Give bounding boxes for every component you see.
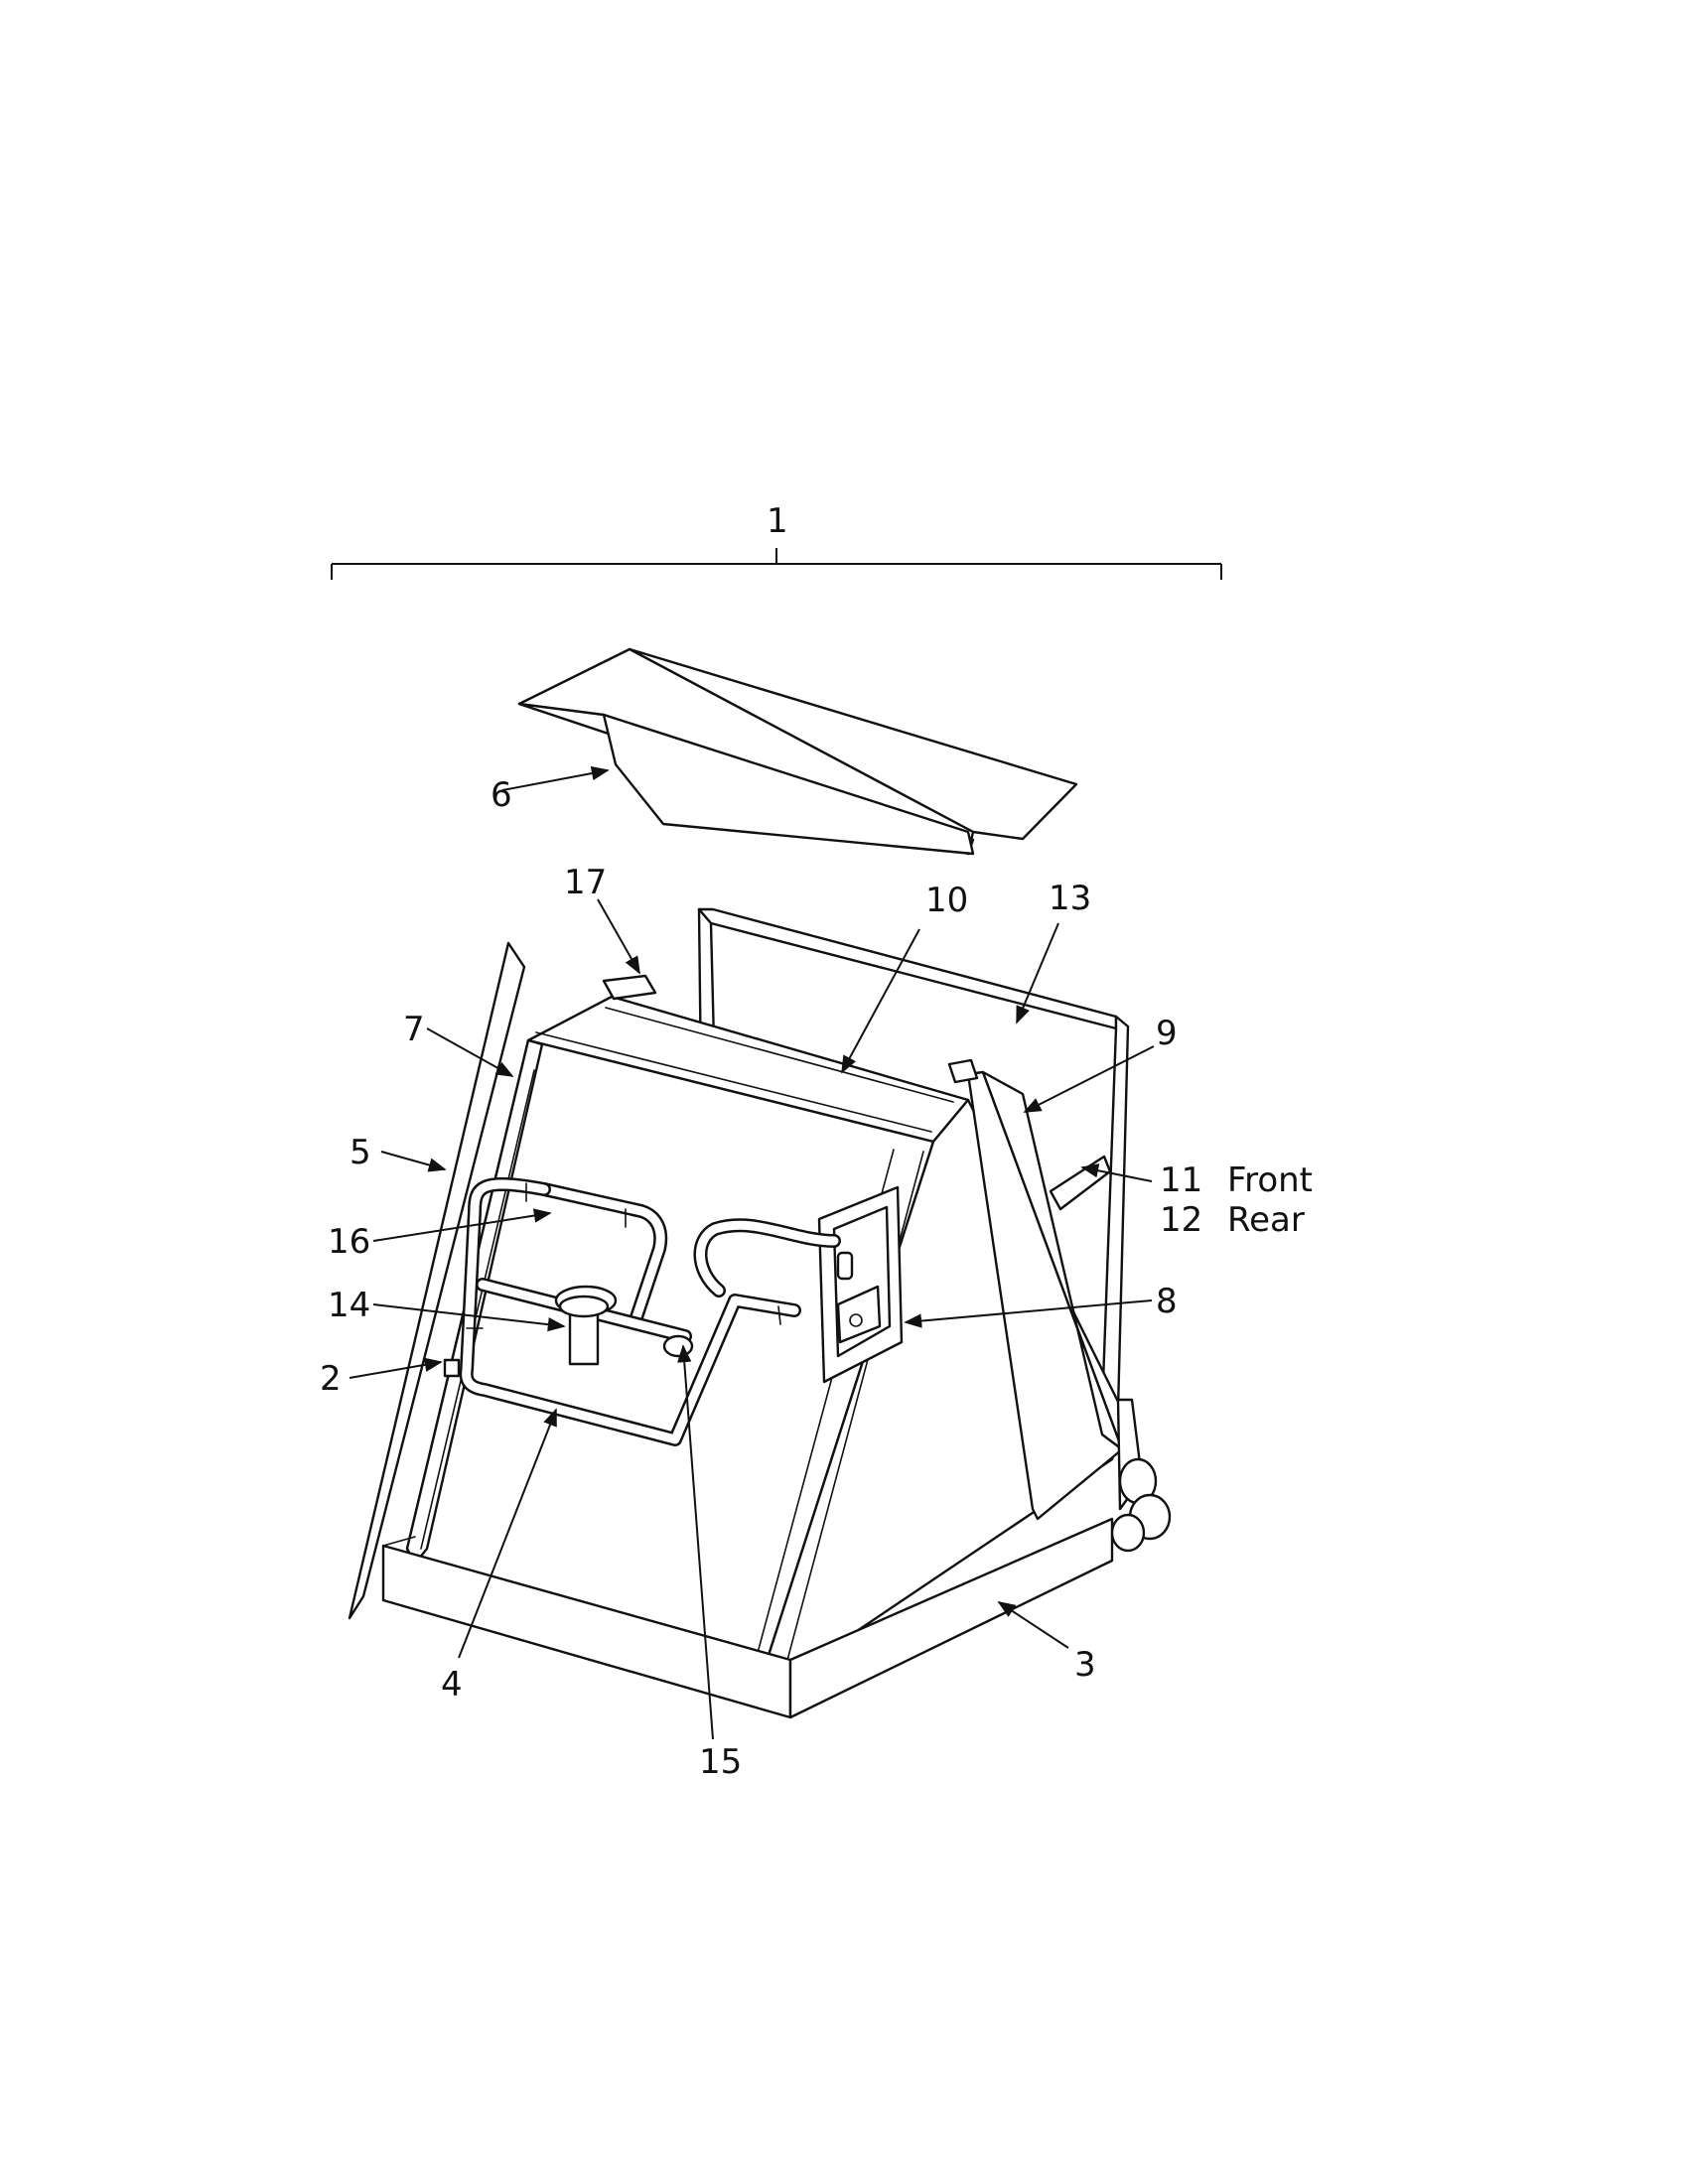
assembly-bracket (331, 548, 1222, 580)
callout-12-note: Rear (1227, 1200, 1305, 1240)
callout-11-note: Front (1227, 1160, 1313, 1200)
drip-pan-cover (517, 647, 1078, 856)
callout-2: 2 (320, 1359, 342, 1399)
callout-14: 14 (328, 1286, 370, 1325)
callout-4: 4 (441, 1665, 463, 1705)
corner-fittings (1110, 1398, 1172, 1553)
distributor-valve (554, 1285, 694, 1366)
callout-16: 16 (328, 1222, 370, 1262)
callout-11: 11 (1160, 1160, 1202, 1200)
callout-7: 7 (403, 1010, 425, 1049)
callout-1: 1 (767, 501, 788, 541)
callout-3: 3 (1074, 1645, 1096, 1685)
callout-6: 6 (491, 775, 512, 815)
callout-10: 10 (925, 881, 968, 920)
top-bracket (602, 974, 979, 1084)
right-angled-panel (966, 1070, 1124, 1521)
callout-13: 13 (1049, 879, 1091, 918)
callout-8: 8 (1156, 1282, 1178, 1321)
tube-clip (443, 1358, 461, 1378)
left-side-panel (348, 941, 526, 1620)
callout-12: 12 (1160, 1200, 1202, 1240)
callout-17: 17 (564, 863, 607, 902)
leader-lines (349, 765, 1155, 1740)
access-bracket (817, 1185, 904, 1384)
callout-labels: 1 2 3 4 5 6 7 8 9 10 11 Front 12 Rear 13… (320, 501, 1313, 1782)
callout-15: 15 (699, 1742, 742, 1782)
callout-9: 9 (1156, 1014, 1178, 1053)
callout-5: 5 (350, 1133, 371, 1172)
support-strut (1049, 1155, 1112, 1211)
